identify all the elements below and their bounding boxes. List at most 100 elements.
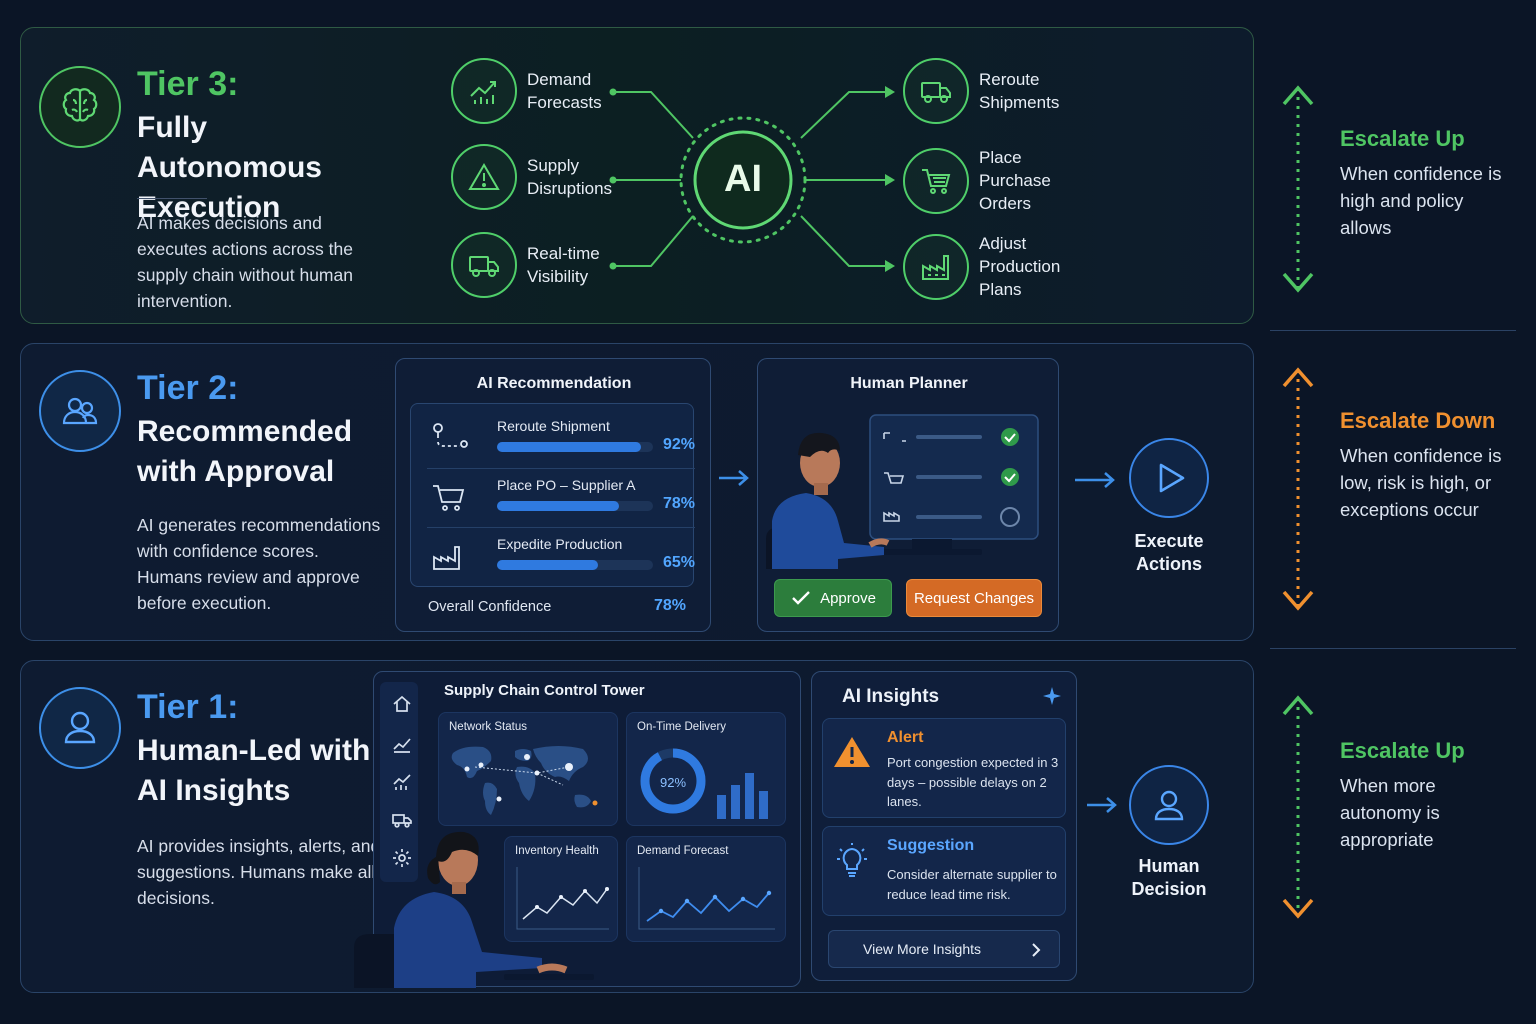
network-status-card[interactable]: Network Status xyxy=(438,712,618,826)
control-tower-panel: Supply Chain Control Tower Network Statu… xyxy=(354,671,801,988)
execute-actions-button[interactable] xyxy=(1129,438,1209,518)
bidirectional-arrow-icon xyxy=(1282,695,1314,919)
demand-forecast-card[interactable]: Demand Forecast xyxy=(626,836,786,942)
escalation-up-block: Escalate Up When confidence is high and … xyxy=(1276,84,1516,294)
recommendation-list: Reroute Shipment 92% Place PO – Supplier… xyxy=(410,403,695,590)
bidirectional-arrow-icon xyxy=(1282,85,1314,293)
tier1-panel: Tier 1: Human-Led with AI Insights AI pr… xyxy=(20,660,1254,993)
chevron-right-icon xyxy=(1031,942,1041,963)
warning-icon xyxy=(833,735,871,774)
user-icon xyxy=(1154,790,1184,821)
escalation-title: Escalate Down xyxy=(1340,408,1496,433)
brain-icon xyxy=(39,66,121,148)
sidebar xyxy=(380,682,418,882)
human-planner-panel: Human Planner Approve Re xyxy=(757,358,1059,632)
planner-illustration xyxy=(766,414,1039,569)
view-more-insights-button[interactable]: View More Insights xyxy=(828,930,1060,968)
request-changes-button[interactable]: Request Changes xyxy=(906,579,1042,617)
warning-icon xyxy=(451,144,517,210)
tier2-panel: Tier 2: Recommended with Approval AI gen… xyxy=(20,343,1254,641)
users-icon xyxy=(39,370,121,452)
cart-icon xyxy=(431,481,471,518)
world-map-icon xyxy=(451,746,598,815)
recommendation-label: Place PO – Supplier A xyxy=(497,477,636,493)
trend-icon[interactable] xyxy=(392,734,412,759)
inventory-health-card[interactable]: Inventory Health xyxy=(504,836,618,942)
ontime-delivery-card[interactable]: On-Time Delivery 92% xyxy=(626,712,786,826)
tier3-description: AI makes decisions and executes actions … xyxy=(137,213,353,311)
escalation-text: When confidence is low, risk is high, or… xyxy=(1340,445,1502,520)
confidence-pct: 65% xyxy=(662,554,695,571)
factory-icon xyxy=(903,233,969,300)
chart-icon[interactable] xyxy=(392,772,412,797)
truck-icon[interactable] xyxy=(392,810,412,835)
confidence-bar xyxy=(497,560,653,570)
recommendation-row[interactable]: Expedite Production 65% xyxy=(427,532,695,590)
tier3-title: Tier 3: xyxy=(137,65,239,103)
divider xyxy=(1270,648,1516,649)
confidence-fill xyxy=(497,560,599,570)
overall-confidence-label: Overall Confidence xyxy=(428,599,552,615)
human-decision-button[interactable] xyxy=(1129,765,1209,845)
route-icon xyxy=(431,422,471,457)
confidence-bar xyxy=(497,442,653,452)
request-changes-label: Request Changes xyxy=(913,589,1035,607)
chart-icon xyxy=(451,58,517,124)
analyst-illustration xyxy=(354,831,594,988)
delivery-value: 92% xyxy=(659,775,687,790)
input-supply-disruptions: Supply Disruptions xyxy=(451,144,623,210)
card-title: On-Time Delivery xyxy=(637,721,727,733)
alert-text: Port congestion expected in 3 days – pos… xyxy=(887,755,1059,809)
ai-recommendation-panel: AI Recommendation Reroute Shipment 92% P… xyxy=(395,358,711,632)
recommendation-label: Expedite Production xyxy=(497,536,623,552)
escalation-down-block: Escalate Down When confidence is low, ri… xyxy=(1276,366,1516,612)
escalation-title: Escalate Up xyxy=(1340,738,1465,763)
output-reroute-shipments: Reroute Shipments xyxy=(903,58,1079,124)
forecast-line-chart xyxy=(638,867,775,930)
sparkle-icon xyxy=(1042,686,1062,711)
tier1-description: AI provides insights, alerts, and sugges… xyxy=(137,836,381,908)
confidence-pct: 92% xyxy=(662,436,695,453)
tier3-panel: Tier 3: Fully Autonomous Execution AI ma… xyxy=(20,27,1254,324)
approve-label: Approve xyxy=(820,589,876,607)
delivery-donut xyxy=(640,748,768,819)
view-more-label: View More Insights xyxy=(863,941,982,957)
recommendation-row[interactable]: Reroute Shipment 92% xyxy=(427,414,695,472)
suggestion-card[interactable]: Suggestion Consider alternate supplier t… xyxy=(822,826,1066,916)
tier2-title: Tier 2: xyxy=(137,369,239,407)
panel-title: AI Recommendation xyxy=(476,375,632,392)
tier2-subtitle: Recommended with Approval xyxy=(137,415,353,488)
alert-card[interactable]: Alert Port congestion expected in 3 days… xyxy=(822,718,1066,818)
recommendation-row[interactable]: Place PO – Supplier A 78% xyxy=(427,473,695,531)
arrow-right-icon xyxy=(717,468,751,493)
insights-title: AI Insights xyxy=(842,686,940,707)
overall-confidence-value: 78% xyxy=(653,597,686,614)
divider xyxy=(137,198,207,199)
confidence-fill xyxy=(497,501,619,511)
ai-connectors xyxy=(609,86,895,272)
lightbulb-icon xyxy=(835,841,869,886)
ai-core: AI xyxy=(724,158,762,200)
play-icon xyxy=(1159,463,1185,493)
inventory-line-chart xyxy=(516,867,609,930)
divider xyxy=(1270,330,1516,331)
approve-button[interactable]: Approve xyxy=(774,579,892,617)
card-title: Inventory Health xyxy=(515,845,599,857)
escalation-title: Escalate Up xyxy=(1340,126,1465,151)
suggestion-text: Consider alternate supplier to reduce le… xyxy=(887,867,1057,902)
tier1-title: Tier 1: xyxy=(137,688,239,726)
execute-actions-label: Execute Actions xyxy=(1134,531,1204,574)
home-icon[interactable] xyxy=(392,694,412,719)
input-realtime-visibility: Real-time Visibility xyxy=(451,232,617,298)
ai-insights-panel: AI Insights Alert Port congestion expect… xyxy=(811,671,1077,981)
divider xyxy=(427,468,695,469)
tier3-subtitle: Fully Autonomous Execution xyxy=(137,111,322,224)
alert-title: Alert xyxy=(887,729,924,746)
gear-icon[interactable] xyxy=(392,848,412,873)
output-production-plans: Adjust Production Plans xyxy=(903,232,1079,301)
cart-icon xyxy=(903,147,969,214)
check-icon xyxy=(792,591,810,605)
truck-icon xyxy=(451,232,517,298)
human-decision-label: Human Decision xyxy=(1131,856,1207,899)
arrow-right-icon xyxy=(1085,795,1119,820)
